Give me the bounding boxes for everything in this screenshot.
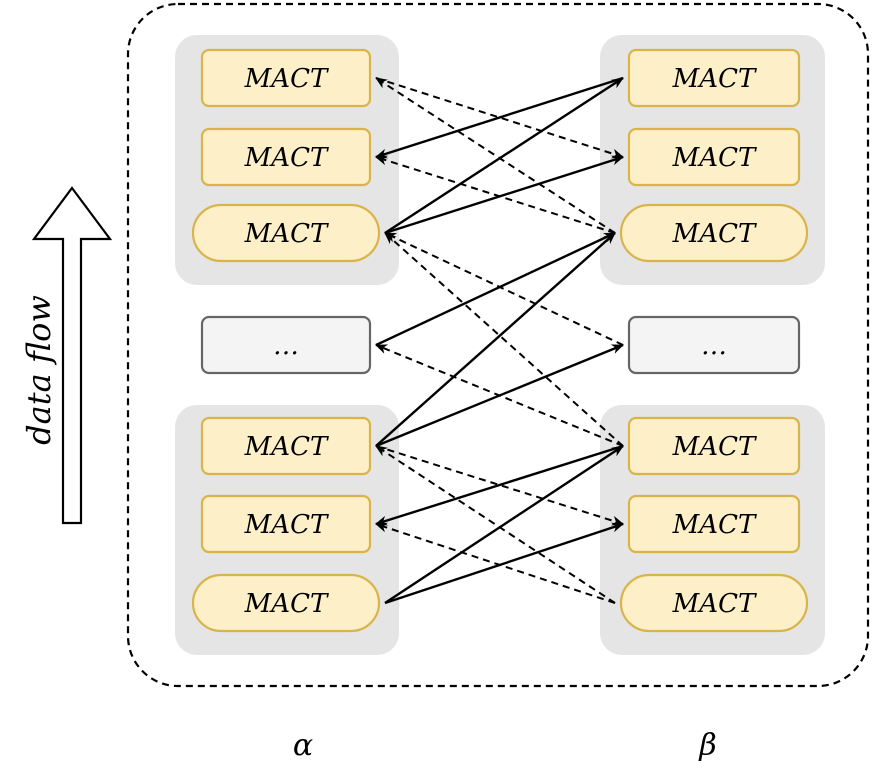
dashed-edge-2 bbox=[375, 155, 616, 234]
mact-label: MACT bbox=[244, 64, 329, 94]
beta-ellipsis-node: … bbox=[627, 315, 801, 375]
mact-box bbox=[200, 494, 372, 554]
dashed-edge-0 bbox=[375, 77, 616, 234]
dashed-edges bbox=[375, 77, 624, 604]
solid-edges bbox=[375, 76, 624, 605]
beta-mact-node-1: MACT bbox=[627, 127, 801, 187]
solid-edge-3 bbox=[375, 231, 616, 347]
solid-edge-4 bbox=[375, 232, 616, 447]
ellipsis-box bbox=[200, 315, 372, 375]
mact-label: MACT bbox=[672, 64, 757, 94]
mact-label: MACT bbox=[244, 432, 329, 462]
beta-mact-node-6: MACT bbox=[619, 573, 809, 633]
mact-box bbox=[200, 416, 372, 476]
mact-box bbox=[627, 127, 801, 187]
dashed-edge-3 bbox=[384, 232, 624, 346]
alpha-mact-node-1: MACT bbox=[200, 127, 372, 187]
mact-label: MACT bbox=[672, 589, 757, 619]
mact-box bbox=[200, 48, 372, 108]
solid-edge-0 bbox=[384, 76, 624, 235]
mact-box bbox=[619, 573, 809, 633]
alpha-mact-node-5: MACT bbox=[200, 494, 372, 554]
dashed-edge-4 bbox=[384, 232, 624, 447]
alpha-mact-node-0: MACT bbox=[200, 48, 372, 108]
data-flow-label: data flow bbox=[20, 295, 58, 445]
alpha-mact-node-6: MACT bbox=[191, 573, 381, 633]
mact-box bbox=[627, 416, 801, 476]
mact-label: MACT bbox=[672, 432, 757, 462]
mact-box bbox=[191, 573, 381, 633]
dashed-edge-1 bbox=[375, 77, 624, 159]
mact-label: MACT bbox=[244, 219, 329, 249]
mact-box bbox=[627, 48, 801, 108]
alpha-ellipsis-node: … bbox=[200, 315, 372, 375]
solid-edge-1 bbox=[384, 155, 624, 235]
dashed-edge-6 bbox=[375, 445, 616, 604]
alpha-mact-node-4: MACT bbox=[200, 416, 372, 476]
mact-box bbox=[619, 203, 809, 263]
mact-label: MACT bbox=[672, 219, 757, 249]
mact-label: MACT bbox=[244, 510, 329, 540]
mact-label: MACT bbox=[672, 143, 757, 173]
column-label-beta: β bbox=[698, 728, 716, 763]
beta-mact-node-5: MACT bbox=[627, 494, 801, 554]
solid-edge-5 bbox=[375, 343, 624, 448]
solid-edge-2 bbox=[375, 76, 624, 159]
beta-mact-node-4: MACT bbox=[627, 416, 801, 476]
alpha-mact-node-2: MACT bbox=[191, 203, 381, 263]
mact-box bbox=[200, 127, 372, 187]
solid-edge-8 bbox=[375, 444, 624, 526]
ellipsis-box bbox=[627, 315, 801, 375]
ellipsis-label: … bbox=[273, 331, 299, 361]
outer-frame bbox=[126, 2, 870, 688]
solid-edge-6 bbox=[384, 444, 624, 605]
column-label-alpha: α bbox=[293, 728, 313, 763]
mact-label: MACT bbox=[244, 589, 329, 619]
beta-mact-node-0: MACT bbox=[627, 48, 801, 108]
data-flow-arrow-icon bbox=[31, 186, 113, 525]
mact-box bbox=[627, 494, 801, 554]
ellipsis-label: … bbox=[701, 331, 727, 361]
mact-box bbox=[191, 203, 381, 263]
mact-label: MACT bbox=[672, 510, 757, 540]
solid-edge-7 bbox=[384, 522, 624, 605]
dashed-edge-8 bbox=[375, 522, 616, 604]
nodes: MACT MACT MACT … MACT MACT MACT MACT MACT MACT … MA… bbox=[191, 48, 809, 633]
mact-label: MACT bbox=[244, 143, 329, 173]
beta-mact-node-2: MACT bbox=[619, 203, 809, 263]
